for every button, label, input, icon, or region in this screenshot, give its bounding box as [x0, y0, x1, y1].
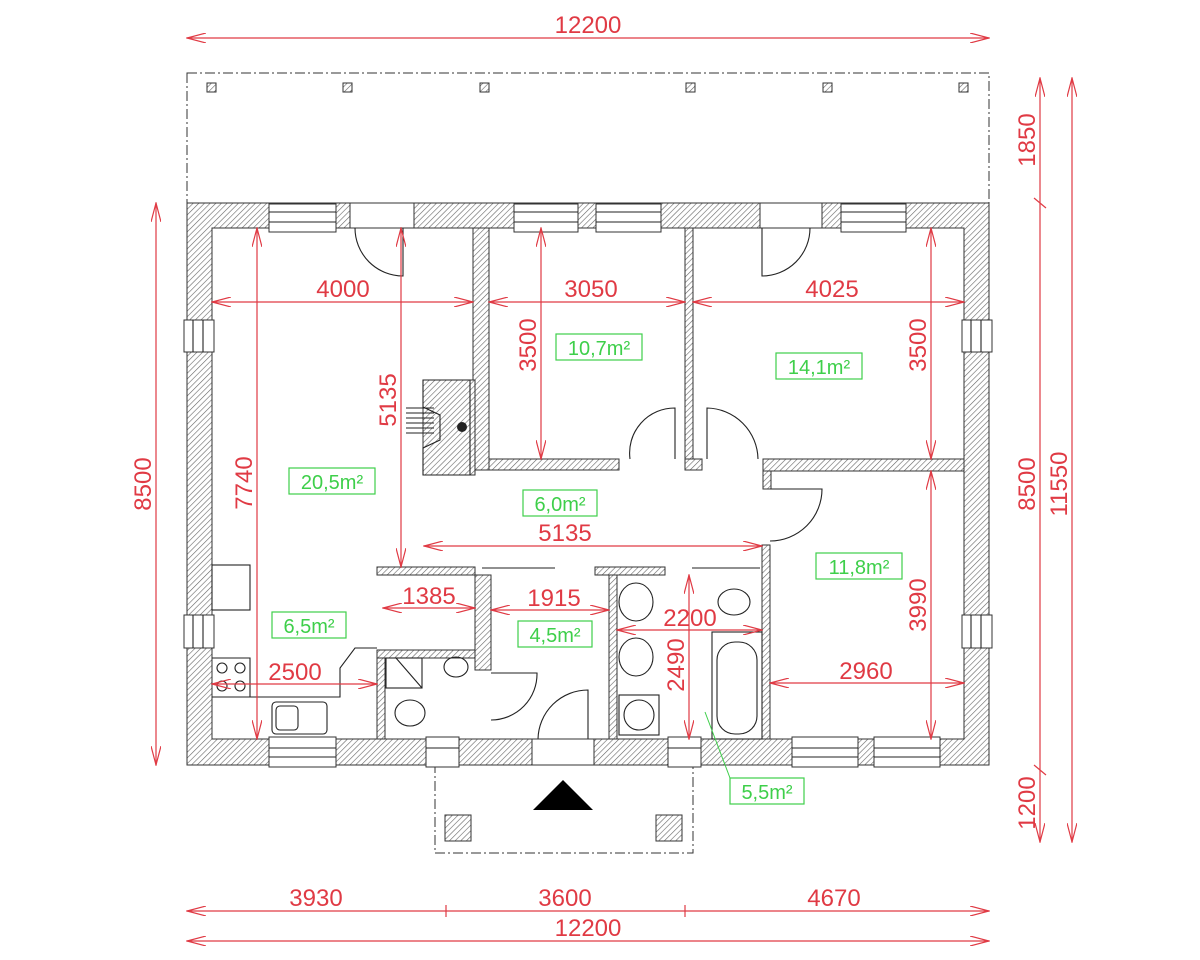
dim-top-overall: 12200 — [555, 12, 622, 39]
area-bedroom-2: 14,1m² — [788, 357, 851, 379]
bathtub-icon — [716, 641, 758, 735]
dimension-lines — [156, 38, 1072, 941]
dim-right-1: 1850 — [1014, 113, 1041, 166]
dim-entry-width: 1915 — [527, 585, 580, 612]
area-bedroom-3: 11,8m² — [829, 557, 890, 579]
dim-kitchen-width: 2500 — [268, 659, 321, 686]
dim-living-width: 4000 — [316, 276, 369, 303]
dim-bed1-height: 3500 — [515, 318, 542, 371]
dim-living-height: 7740 — [231, 456, 258, 509]
entrance-porch — [434, 764, 694, 854]
dim-bottom-overall: 12200 — [555, 915, 622, 942]
dim-storage-width: 1385 — [402, 583, 455, 610]
dim-hall-width: 5135 — [538, 520, 591, 547]
dim-right-3: 1200 — [1014, 776, 1041, 829]
dim-bottom-3: 4670 — [807, 885, 860, 912]
washbasin-icon — [443, 656, 469, 678]
area-living-room: 20,5m² — [301, 472, 364, 494]
entrance-arrow-icon — [533, 780, 593, 810]
dim-right-overall: 11550 — [1046, 452, 1073, 517]
area-kitchen: 6,5m² — [283, 616, 334, 638]
area-bedroom-1: 10,7m² — [568, 338, 631, 360]
dim-bottom-1: 3930 — [289, 885, 342, 912]
area-bathroom: 5,5m² — [741, 782, 792, 804]
toilet-icon — [394, 699, 426, 727]
terrace-top — [186, 72, 990, 204]
area-labels: 20,5m² 10,7m² 14,1m² 6,0m² 11,8m² 6,5m² … — [271, 333, 903, 805]
area-hallway: 6,0m² — [534, 494, 585, 516]
dim-bed2-width: 4025 — [805, 276, 858, 303]
dim-bed1-width: 3050 — [564, 276, 617, 303]
washing-machine-icon — [618, 694, 660, 736]
doors — [349, 202, 823, 766]
dim-left-height: 8500 — [130, 457, 157, 510]
sink-icon — [271, 701, 328, 735]
dim-living-depth: 5135 — [375, 373, 402, 426]
dim-bath-height: 2490 — [663, 638, 690, 691]
radiator-icon — [406, 407, 434, 434]
dim-bath-width: 2200 — [663, 605, 716, 632]
dim-right-2: 8500 — [1014, 457, 1041, 510]
windows — [183, 203, 993, 768]
dim-bed2-height: 3500 — [905, 318, 932, 371]
dimension-labels: 12200 3930 3600 4670 12200 8500 1850 850… — [130, 12, 1073, 942]
area-entry: 4,5m² — [529, 625, 580, 647]
dim-bed3-width: 2960 — [839, 658, 892, 685]
dim-bed3-height: 3990 — [905, 578, 932, 631]
chimney-icon — [457, 422, 467, 432]
interior-walls — [376, 227, 965, 740]
dim-bottom-2: 3600 — [538, 885, 591, 912]
